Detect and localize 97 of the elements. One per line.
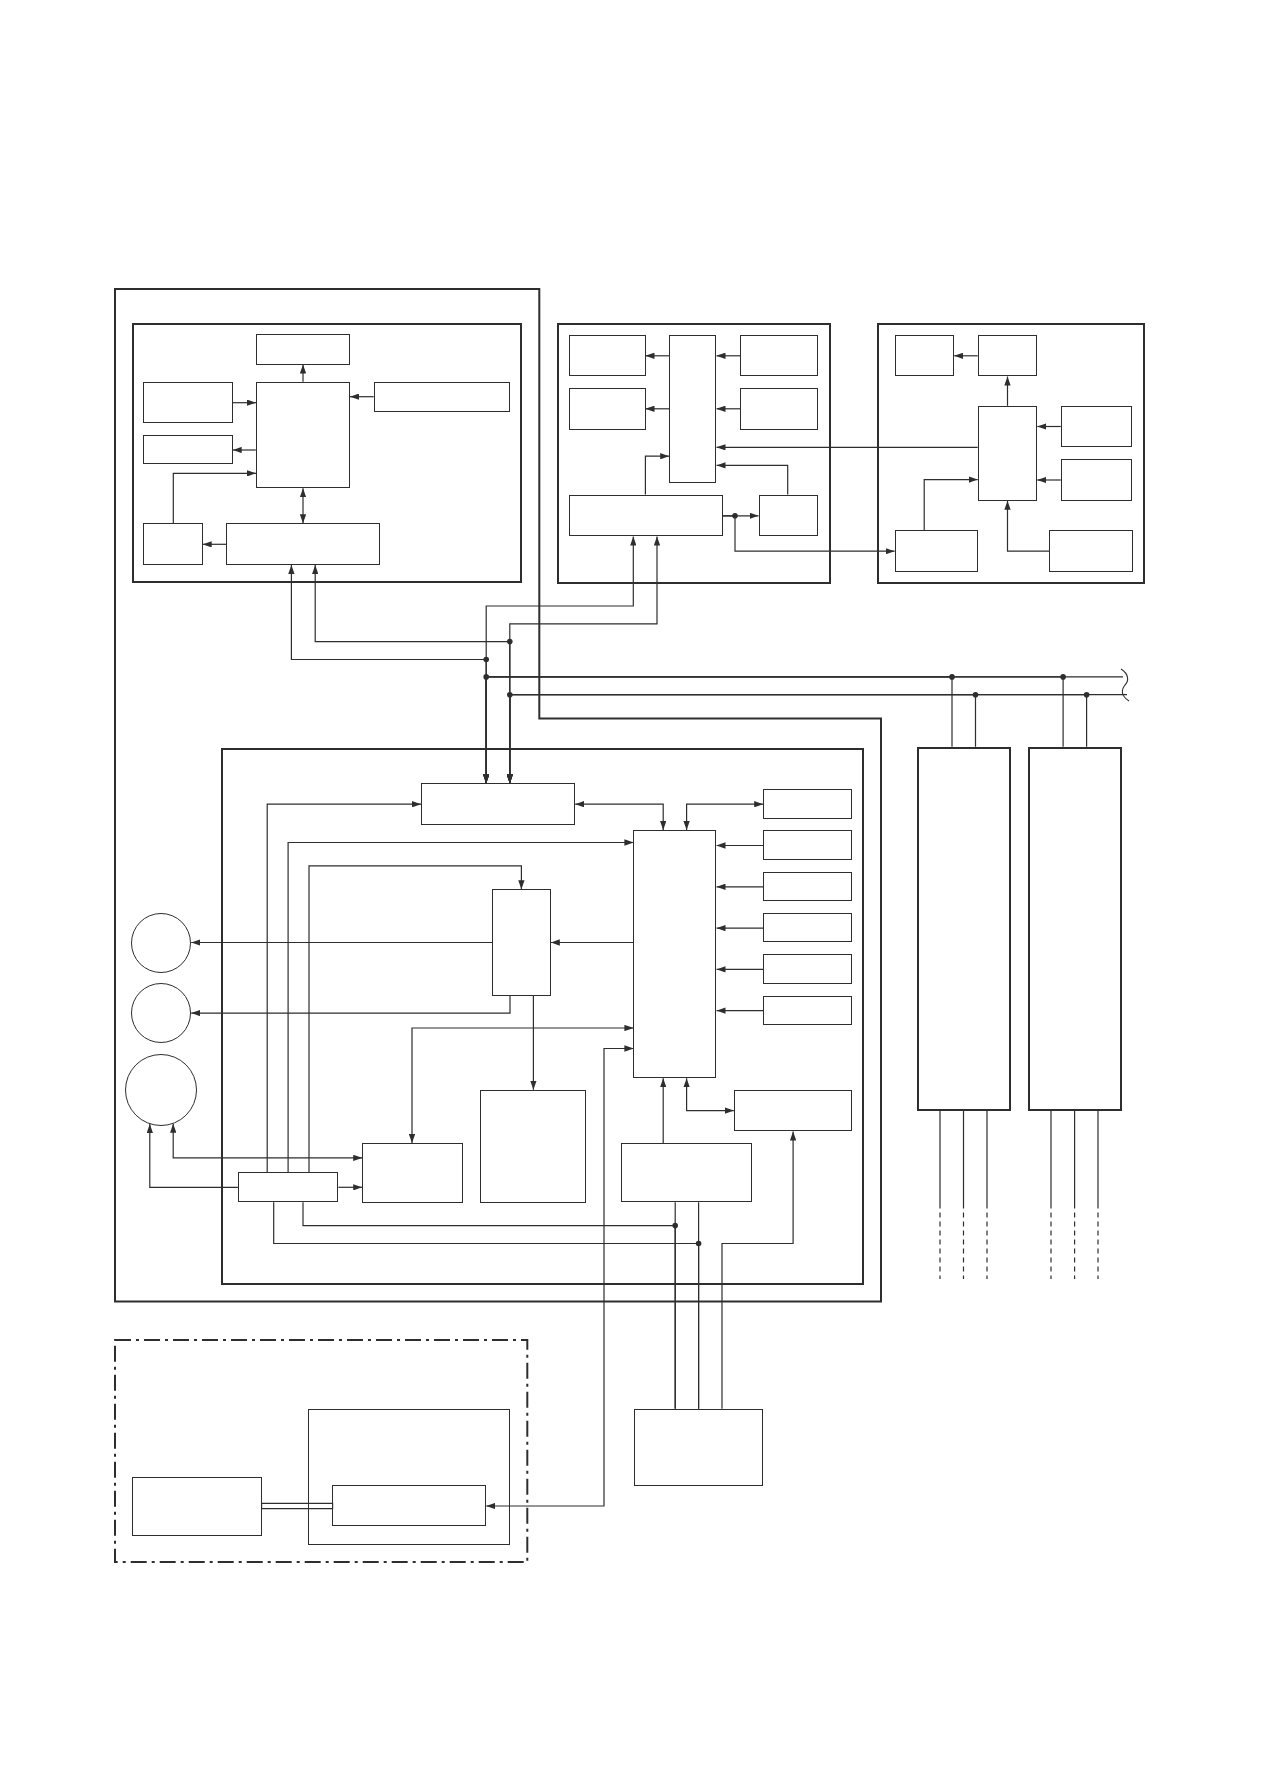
arrow	[530, 995, 537, 1091]
block	[669, 335, 717, 483]
arrow	[1036, 423, 1062, 430]
block	[568, 388, 646, 430]
arrow	[715, 924, 764, 932]
block	[492, 889, 551, 996]
block	[143, 435, 233, 465]
arrow	[574, 801, 667, 831]
arrow	[550, 939, 634, 946]
block	[256, 334, 350, 365]
block	[332, 1485, 486, 1527]
arrow	[190, 939, 493, 946]
block	[1060, 405, 1133, 448]
arrow	[299, 363, 307, 383]
block	[740, 388, 818, 430]
dash-dot-frame	[114, 1338, 529, 1563]
block	[763, 954, 853, 984]
arrow	[1004, 375, 1011, 407]
arrow	[683, 1077, 735, 1114]
double-line	[261, 1502, 334, 1510]
block	[143, 523, 203, 565]
arrow	[266, 801, 422, 1173]
connector-line	[939, 1110, 941, 1280]
arrow	[232, 446, 257, 454]
block	[763, 871, 853, 902]
block	[308, 1408, 510, 1545]
block	[362, 1143, 463, 1203]
module-panel	[557, 322, 831, 584]
block	[621, 1143, 752, 1203]
module-panel	[877, 322, 1145, 584]
arrow	[485, 1045, 634, 1510]
arrow	[349, 393, 375, 400]
arrow	[953, 352, 979, 359]
arrow	[1004, 500, 1050, 552]
block	[894, 335, 955, 377]
block	[1049, 530, 1133, 572]
arrow	[287, 839, 634, 1173]
arrow	[683, 801, 764, 831]
arrow	[715, 444, 979, 451]
arrow	[308, 865, 525, 1173]
arrow	[337, 1184, 363, 1191]
block	[568, 494, 723, 537]
block	[568, 335, 646, 377]
connector-line	[1097, 1110, 1099, 1280]
block	[633, 1408, 764, 1486]
block	[131, 1476, 262, 1536]
arrow	[715, 966, 764, 973]
block	[977, 405, 1038, 501]
arrow	[722, 515, 896, 555]
block	[256, 381, 350, 489]
arrow	[715, 842, 764, 849]
block	[733, 1089, 853, 1132]
block	[763, 830, 853, 860]
block	[977, 335, 1038, 377]
arrow	[715, 405, 741, 412]
arrow	[923, 476, 979, 531]
connector-line	[1050, 1110, 1052, 1280]
arrow	[660, 1077, 667, 1144]
block	[763, 789, 853, 819]
connector-line	[1074, 1110, 1076, 1280]
connector-line	[962, 1110, 965, 1280]
block	[633, 830, 717, 1079]
block	[480, 1089, 587, 1203]
tall-block	[1027, 746, 1122, 1111]
block	[143, 381, 233, 424]
arrow	[202, 541, 227, 548]
arrow	[721, 1130, 797, 1410]
block	[373, 382, 510, 412]
arrow	[715, 352, 741, 359]
block	[226, 523, 380, 565]
arrow	[644, 405, 670, 412]
arrow	[1036, 476, 1062, 484]
arrow	[170, 1123, 363, 1162]
arrow	[299, 487, 307, 524]
block	[740, 335, 818, 377]
arrow	[408, 1024, 634, 1144]
block	[758, 494, 818, 537]
unit-frame	[114, 288, 882, 1303]
tall-block	[916, 746, 1011, 1111]
arrow	[232, 399, 257, 406]
block	[894, 530, 979, 572]
arrow	[644, 453, 670, 496]
block	[763, 913, 853, 943]
block	[1060, 459, 1133, 501]
arrow	[172, 470, 257, 524]
arrow	[190, 995, 511, 1017]
block	[237, 1172, 339, 1203]
arrow	[146, 1123, 239, 1188]
module-panel	[132, 323, 522, 583]
module-panel	[221, 747, 865, 1285]
arrow	[715, 883, 764, 890]
connector-line	[986, 1110, 988, 1280]
block	[421, 783, 576, 825]
arrow	[644, 352, 670, 359]
arrow	[715, 462, 789, 496]
block	[763, 995, 853, 1026]
arrow	[715, 1007, 764, 1014]
